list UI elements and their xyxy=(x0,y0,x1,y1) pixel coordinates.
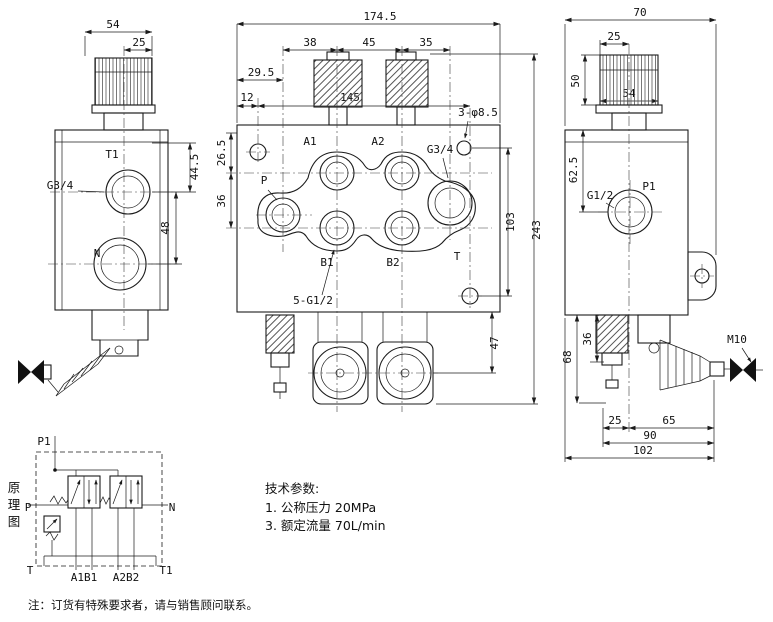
right-view-body: G1/2 P1 xyxy=(564,44,717,432)
schematic-label-a2b2: A2B2 xyxy=(113,571,140,584)
spring-symbol-2 xyxy=(99,496,111,505)
right-handle-boot xyxy=(659,339,711,363)
schematic-title-char-2: 理 xyxy=(8,497,21,512)
front-label-p: P xyxy=(261,174,268,187)
left-view-dimensions: 54 25 44.5 48 xyxy=(84,18,201,265)
front-label-b2: B2 xyxy=(386,256,399,269)
front-callout-ports: 5-G1/2 xyxy=(293,294,333,307)
left-dim-44-5: 44.5 xyxy=(188,154,201,181)
right-dim-50: 50 xyxy=(569,74,582,87)
left-control-cap xyxy=(94,57,153,106)
front-valve-cap-2 xyxy=(385,59,429,108)
tech-params-item-1: 1. 公称压力 20MPa xyxy=(265,500,376,515)
spring-symbol-1 xyxy=(49,495,69,505)
front-valve-body xyxy=(236,124,501,313)
front-view: 174.5 38 45 35 29.5 12 145 26.5 36 103 xyxy=(215,10,543,412)
footnote: 注：订货有特殊要求者，请与销售顾问联系。 xyxy=(28,598,258,612)
front-view-bottom xyxy=(265,312,438,405)
relief-valve xyxy=(265,314,295,354)
front-label-a1: A1 xyxy=(303,135,316,148)
front-label-g34: G3/4 xyxy=(427,143,454,156)
front-dim-35: 35 xyxy=(419,36,432,49)
left-dim-48: 48 xyxy=(159,221,172,234)
left-view: 54 25 44.5 48 T1 xyxy=(18,18,201,397)
left-label-n: N xyxy=(94,247,101,260)
front-dim-12: 12 xyxy=(240,91,253,104)
front-dim-243: 243 xyxy=(530,220,543,240)
front-label-a2: A2 xyxy=(371,135,384,148)
right-dim-102: 102 xyxy=(633,444,653,457)
front-dim-174-5: 174.5 xyxy=(363,10,396,23)
right-dim-36: 36 xyxy=(581,332,594,345)
left-label-t1: T1 xyxy=(105,148,118,161)
schematic-title-char-1: 原 xyxy=(8,480,21,495)
left-view-handle xyxy=(18,310,149,397)
right-view-handle: M10 xyxy=(637,314,763,391)
right-dim-68: 68 xyxy=(561,350,574,363)
right-label-g12: G1/2 xyxy=(587,189,614,202)
front-callout-holes: 3-φ8.5 xyxy=(458,106,498,119)
schematic-label-t: T xyxy=(27,564,34,577)
left-view-body: T1 G3/4 N xyxy=(47,46,178,330)
port-boss-outline xyxy=(257,151,476,252)
tech-params-title: 技术参数: xyxy=(265,481,319,496)
front-dim-29-5: 29.5 xyxy=(248,66,275,79)
handle-joint-left xyxy=(18,360,31,384)
right-dim-25-bottom: 25 xyxy=(608,414,621,427)
schematic-title-char-3: 图 xyxy=(8,514,21,529)
right-valve-body xyxy=(564,129,689,316)
left-valve-body xyxy=(54,129,169,311)
schematic-label-p: P xyxy=(25,501,32,514)
front-label-t: T xyxy=(454,250,461,263)
front-label-b1: B1 xyxy=(320,256,333,269)
right-dim-25-top: 25 xyxy=(607,30,620,43)
right-dim-62-5: 62.5 xyxy=(567,157,580,184)
right-dim-70: 70 xyxy=(633,6,646,19)
right-label-p1: P1 xyxy=(642,180,655,193)
right-relief-valve xyxy=(595,314,629,354)
right-dim-90: 90 xyxy=(643,429,656,442)
tech-params: 技术参数: 1. 公称压力 20MPa 3. 额定流量 70L/min xyxy=(265,481,386,533)
mounting-ear xyxy=(687,251,717,301)
front-view-body: A1 A2 G3/4 P B1 B2 T 3-φ8.5 5-G1/2 xyxy=(226,46,501,412)
left-dim-25: 25 xyxy=(132,36,145,49)
front-dim-26-5: 26.5 xyxy=(215,140,228,167)
front-dim-103: 103 xyxy=(504,212,517,232)
schematic-label-p1: P1 xyxy=(37,435,50,448)
right-view: 70 25 50 54 62.5 36 68 25 65 xyxy=(561,6,763,462)
handle-joint-right xyxy=(730,358,743,382)
front-dim-45: 45 xyxy=(362,36,375,49)
front-dim-36: 36 xyxy=(215,194,228,207)
front-dim-47: 47 xyxy=(488,336,501,349)
schematic-label-t1: T1 xyxy=(159,564,172,577)
front-dim-38: 38 xyxy=(303,36,316,49)
right-dim-65: 65 xyxy=(662,414,675,427)
left-label-g34: G3/4 xyxy=(47,179,74,192)
schematic-relief-valve xyxy=(43,515,61,533)
schematic-label-n: N xyxy=(169,501,176,514)
hydraulic-schematic: 原 理 图 P1 P N xyxy=(8,435,176,584)
front-valve-cap-1 xyxy=(313,59,363,108)
schematic-label-a1b1: A1B1 xyxy=(71,571,98,584)
left-dim-54: 54 xyxy=(106,18,120,31)
right-label-m10: M10 xyxy=(727,333,747,346)
mounting-hole-2 xyxy=(456,140,472,156)
tech-params-item-2: 3. 额定流量 70L/min xyxy=(265,518,386,533)
